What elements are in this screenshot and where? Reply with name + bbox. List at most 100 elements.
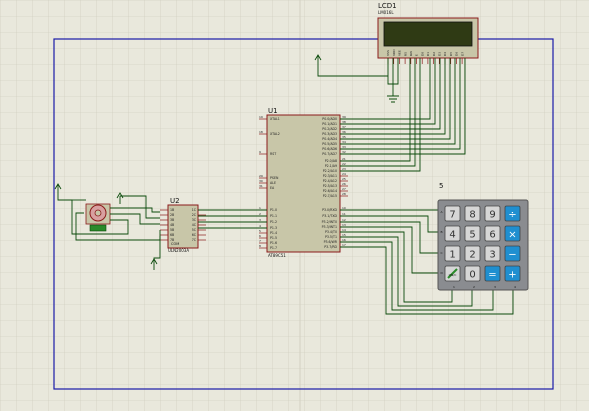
- keypad-key-face: [464, 245, 481, 262]
- lcd-pin-label: D3: [438, 52, 442, 56]
- keypad-key-face: [484, 265, 501, 282]
- mcu-ref: U1: [268, 107, 278, 115]
- mcu-pin-number: 26: [342, 182, 346, 186]
- keypad-key-label: 3: [489, 250, 495, 261]
- mcu-pin-name: P3.7/RD: [324, 245, 337, 249]
- mcu-pin-number: 18: [259, 130, 263, 134]
- mcu-pin-name: ALE: [270, 181, 276, 185]
- ground-icon: [387, 95, 399, 103]
- keypad-key[interactable]: =: [484, 265, 501, 282]
- mcu-pin-number: 16: [342, 238, 346, 242]
- mcu-pin-number: 30: [259, 179, 263, 183]
- mcu-pin-number: 4: [259, 224, 261, 228]
- keypad-col-pin-label: 3: [494, 285, 496, 289]
- keypad-key-label: =: [488, 270, 496, 281]
- keypad-row-pin-label: A: [441, 210, 444, 214]
- mcu-pin-number: 25: [342, 177, 346, 181]
- mcu-component[interactable]: U1 AT89C51 19XTAL118XTAL29RST29PSEN30ALE…: [259, 107, 348, 258]
- keypad-key-face: [464, 205, 481, 222]
- mcu-pin-name: P1.1: [270, 214, 277, 218]
- mcu-pin-number: 36: [342, 130, 346, 134]
- mcu-pin-name: P0.3/AD3: [322, 132, 337, 136]
- mcu-pin-number: 13: [342, 223, 346, 227]
- mcu-left-pins: 19XTAL118XTAL29RST29PSEN30ALE31EA1P1.02P…: [259, 115, 280, 250]
- mcu-pin-number: 39: [342, 115, 346, 119]
- mcu-pin-name: P2.4/A12: [323, 179, 337, 183]
- motor-wiring: [54, 183, 267, 270]
- keypad-key-label: 5: [469, 230, 475, 241]
- mcu-pin-name: P0.1/AD1: [322, 122, 337, 126]
- mcu-pin-name: P3.6/WR: [324, 240, 338, 244]
- keypad-key-face: [464, 265, 481, 282]
- keypad-key-face: [484, 205, 501, 222]
- mcu-pin-name: P3.1/TXD: [322, 214, 337, 218]
- keypad-key[interactable]: −: [504, 245, 521, 262]
- keypad-key-face: [504, 265, 521, 282]
- mcu-pin-name: P1.5: [270, 236, 277, 240]
- mcu-pin-name: P1.2: [270, 220, 277, 224]
- keypad-ref: 5: [439, 182, 443, 190]
- driver-pin-name: 3C: [192, 218, 197, 222]
- mcu-pin-name: EA: [270, 186, 275, 190]
- keypad-key[interactable]: 0: [464, 265, 481, 282]
- lcd-pin-label: VEE: [398, 50, 402, 56]
- mcu-pin-name: P2.6/A14: [323, 189, 337, 193]
- driver-component[interactable]: U2 ULN2003A COM 1B2B3B4B5B6B7B1C2C3C4C5C…: [160, 197, 206, 253]
- keypad-key[interactable]: 7: [444, 205, 461, 222]
- sheet-border: [53, 38, 554, 390]
- driver-pin-name: 6C: [192, 233, 197, 237]
- mcu-pin-number: 23: [342, 167, 346, 171]
- keypad-col-pin-label: 1: [453, 285, 455, 289]
- driver-pin-name: 5B: [170, 228, 174, 232]
- keypad-key-label: ON/C: [449, 273, 457, 277]
- keypad-col-pin-label: 2: [473, 285, 475, 289]
- mcu-pin-number: 14: [342, 228, 346, 232]
- keypad-key-label: +: [508, 270, 516, 281]
- lcd-pin-label: D0: [420, 52, 424, 56]
- mcu-pin-number: 22: [342, 162, 346, 166]
- driver-ref: U2: [170, 197, 180, 205]
- keypad-key[interactable]: 6: [484, 225, 501, 242]
- lcd-pin-label: D6: [455, 52, 459, 56]
- keypad-key[interactable]: 1: [444, 245, 461, 262]
- mcu-pin-number: 35: [342, 135, 346, 139]
- mcu-pin-number: 2: [259, 212, 261, 216]
- mcu-pin-name: PSEN: [270, 176, 279, 180]
- keypad-key-face: [504, 205, 521, 222]
- mcu-pin-number: 27: [342, 187, 346, 191]
- keypad-key-label: ÷: [508, 210, 516, 221]
- keypad-key[interactable]: 9: [484, 205, 501, 222]
- driver-pin-name: 3B: [170, 218, 174, 222]
- mcu-pin-number: 17: [342, 243, 346, 247]
- keypad-key-face: [504, 225, 521, 242]
- mcu-pin-name: XTAL1: [270, 117, 280, 121]
- lcd-pin-label: D5: [449, 52, 453, 56]
- mcu-right-pins: 39P0.0/AD038P0.1/AD137P0.2/AD236P0.3/AD3…: [322, 115, 348, 249]
- mcu-pin-name: RST: [270, 152, 276, 156]
- mcu-pin-number: 31: [259, 184, 263, 188]
- keypad-key[interactable]: 5: [464, 225, 481, 242]
- keypad-key[interactable]: ×: [504, 225, 521, 242]
- keypad-key[interactable]: 2: [464, 245, 481, 262]
- lcd-pin-label: E: [415, 54, 419, 56]
- driver-pin-name: 4B: [170, 223, 174, 227]
- keypad-key-label: 4: [449, 230, 455, 241]
- keypad-key[interactable]: ÷: [504, 205, 521, 222]
- driver-pin-name: 1C: [192, 208, 197, 212]
- mcu-pin-name: P2.1/A9: [325, 164, 337, 168]
- mcu-pin-name: P0.6/AD6: [322, 147, 337, 151]
- keypad-key[interactable]: 3: [484, 245, 501, 262]
- keypad-key[interactable]: 8: [464, 205, 481, 222]
- keypad-key[interactable]: 4: [444, 225, 461, 242]
- lcd-pin-label: D2: [432, 52, 436, 56]
- driver-pin-name: 7C: [192, 238, 197, 242]
- keypad-key[interactable]: +: [504, 265, 521, 282]
- mcu-pin-name: P2.3/A11: [323, 174, 337, 178]
- keypad-key[interactable]: ON/C: [444, 265, 461, 282]
- lcd-pin-label: RW: [409, 51, 413, 56]
- keypad-row-pin-label: B: [441, 230, 443, 234]
